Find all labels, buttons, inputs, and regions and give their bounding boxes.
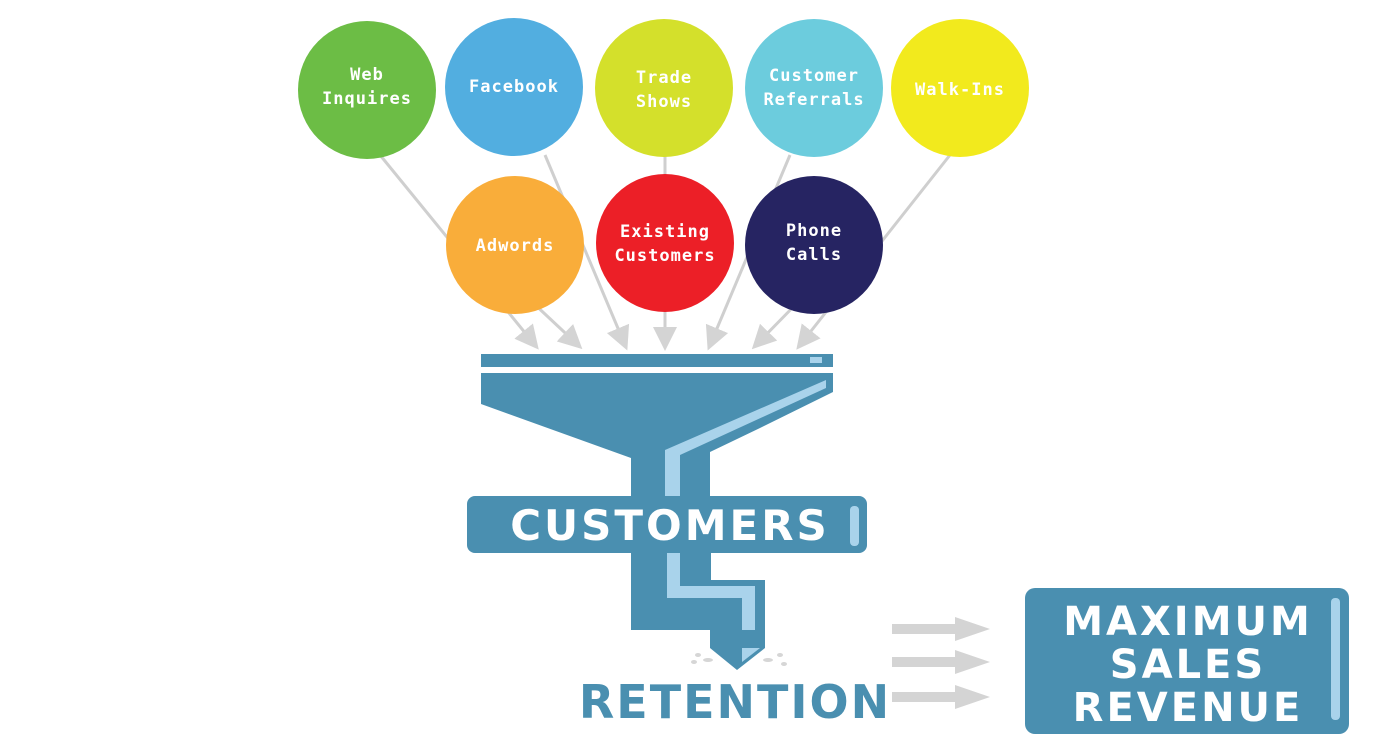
funnel-highlight-stripe — [665, 380, 826, 496]
result-arrows — [892, 617, 990, 709]
bubble-adwords: Adwords — [446, 176, 584, 314]
bubble-label-line: Web — [350, 65, 384, 85]
bubble-customer-referrals: Customer Referrals — [745, 19, 883, 157]
bubble-label-line: Existing — [620, 222, 710, 242]
result-box-bg — [1025, 588, 1349, 734]
funnel-stem-highlight — [667, 553, 755, 636]
drip — [703, 658, 713, 662]
funnel-tip-highlight — [742, 648, 760, 662]
bubble-label-line: Customers — [614, 246, 715, 266]
result-line: REVENUE — [1073, 685, 1304, 731]
bubble-existing-customers: Existing Customers — [596, 174, 734, 312]
result-box-highlight — [1331, 598, 1340, 720]
bubble-label-line: Customer — [769, 66, 859, 86]
bubble-label-line: Phone — [786, 221, 842, 241]
bubble-walk-ins: Walk-Ins — [891, 19, 1029, 157]
funnel-cone — [481, 373, 833, 496]
bubble-circle — [595, 19, 733, 157]
bubble-circle — [745, 19, 883, 157]
drip — [781, 662, 787, 666]
drip-marks — [691, 653, 787, 666]
bubble-label-line: Trade — [636, 68, 692, 88]
bubble-circle — [745, 176, 883, 314]
result-box: MAXIMUM SALES REVENUE — [1025, 588, 1349, 734]
bubble-circle — [298, 21, 436, 159]
result-arrow — [892, 650, 990, 674]
bubble-phone-calls: Phone Calls — [745, 176, 883, 314]
bubble-trade-shows: Trade Shows — [595, 19, 733, 157]
bubble-label-line: Calls — [786, 245, 842, 265]
funnel-label: CUSTOMERS — [510, 501, 830, 550]
bubble-label-line: Shows — [636, 92, 692, 112]
retention-label: RETENTION — [579, 675, 891, 729]
drip — [695, 653, 701, 657]
bubble-label-line: Walk-Ins — [915, 80, 1005, 100]
funnel-rim-highlight — [810, 357, 822, 363]
result-line: SALES — [1110, 642, 1266, 688]
bubble-label-line: Facebook — [469, 77, 559, 97]
drip — [763, 658, 773, 662]
bubble-circle — [891, 19, 1029, 157]
result-line: MAXIMUM — [1063, 599, 1313, 645]
bubble-circle — [446, 176, 584, 314]
funnel-tip — [710, 648, 765, 670]
bubble-label-line: Adwords — [476, 236, 555, 256]
connector-facebook — [543, 154, 630, 351]
drip — [691, 660, 697, 664]
customers-band-highlight — [850, 506, 859, 546]
bubble-facebook: Facebook — [445, 18, 583, 156]
customers-band — [467, 496, 867, 553]
bubble-label-line: Inquires — [322, 89, 412, 109]
drip — [777, 653, 783, 657]
bubble-circle — [445, 18, 583, 156]
funnel: CUSTOMERS — [467, 354, 867, 670]
bubble-web-inquires: Web Inquires — [298, 21, 436, 159]
source-bubbles: Web Inquires Facebook Trade Shows Custom… — [298, 18, 1029, 314]
funnel-nozzle — [710, 630, 765, 648]
bubble-circle — [596, 174, 734, 312]
bubble-label-line: Referrals — [763, 90, 864, 110]
result-arrow — [892, 685, 990, 709]
result-arrow — [892, 617, 990, 641]
funnel-rim — [481, 354, 833, 367]
